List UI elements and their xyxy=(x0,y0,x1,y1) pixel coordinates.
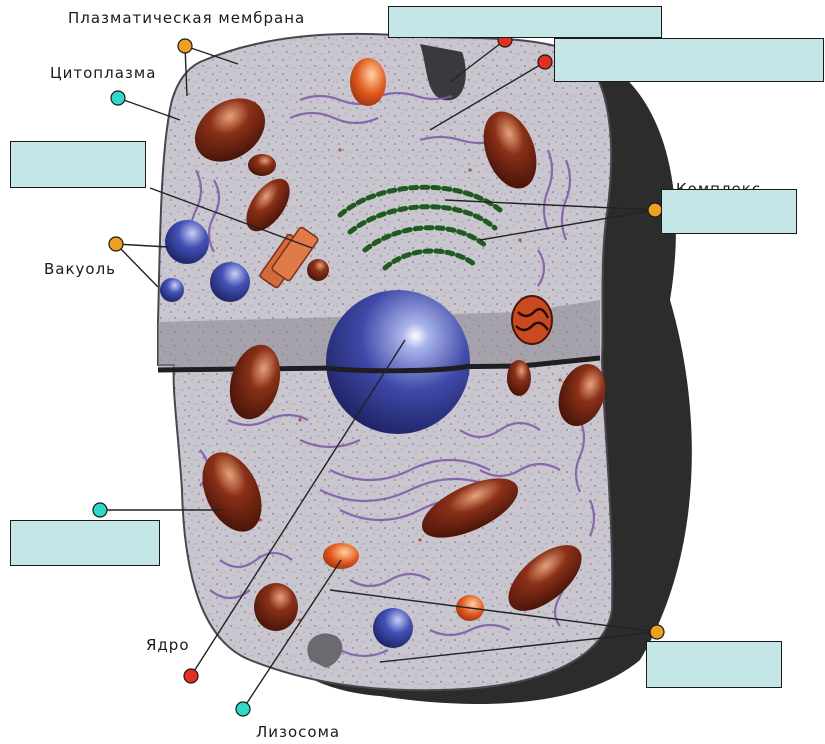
answer-box-left-upper[interactable] xyxy=(10,141,146,188)
label-lysosome: Лизосома xyxy=(256,723,340,741)
cyan-marker-dot xyxy=(111,91,125,105)
answer-box-right-golgi[interactable] xyxy=(661,189,797,234)
orange-marker-dot xyxy=(648,203,662,217)
orange-marker-dot xyxy=(109,237,123,251)
orange-marker-dot xyxy=(178,39,192,53)
mitochondrion-section xyxy=(512,296,552,344)
red-marker-dot xyxy=(538,55,552,69)
answer-box-right-lower[interactable] xyxy=(646,641,782,688)
answer-box-top-right[interactable] xyxy=(554,38,824,82)
answer-box-top-center[interactable] xyxy=(388,6,662,38)
nucleus xyxy=(326,290,470,434)
red-marker-dot xyxy=(184,669,198,683)
label-vacuole: Вакуоль xyxy=(44,260,116,278)
orange-marker-dot xyxy=(650,625,664,639)
label-cytoplasm: Цитоплазма xyxy=(50,64,156,82)
label-nucleus: Ядро xyxy=(146,636,190,654)
cyan-marker-dot xyxy=(93,503,107,517)
label-plasma-membrane: Плазматическая мембрана xyxy=(68,9,305,27)
answer-box-left-lower[interactable] xyxy=(10,520,160,566)
cyan-marker-dot xyxy=(236,702,250,716)
